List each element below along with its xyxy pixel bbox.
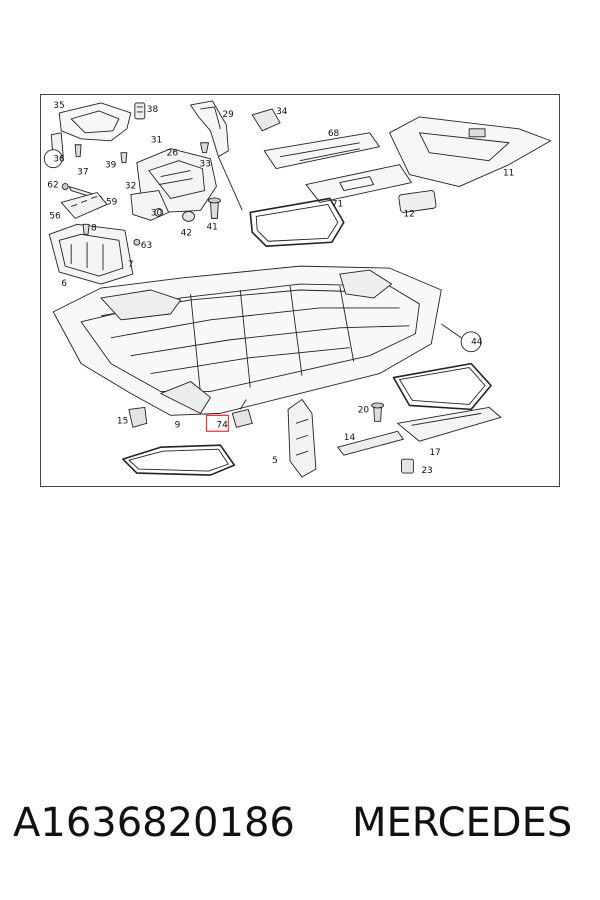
callout-11: 11 [503, 169, 514, 179]
callout-31: 31 [151, 136, 162, 146]
callout-63: 63 [141, 241, 152, 251]
floor-pan-11 [389, 116, 552, 187]
insulation-68 [263, 132, 381, 170]
sill-14 [337, 430, 404, 456]
callout-20: 20 [358, 405, 370, 415]
callout-15: 15 [117, 416, 128, 426]
bracket-5 [287, 398, 317, 478]
main-carpet-9 [52, 265, 442, 416]
clip-42 [182, 210, 195, 222]
trim-panel-35 [58, 102, 132, 142]
floor-mat-right [392, 362, 492, 411]
exploded-view-drawing: 3538293436312633373962593230568424163676… [43, 100, 552, 478]
screw-41 [208, 197, 221, 219]
callout-9: 9 [175, 420, 181, 430]
panel-32-30 [130, 190, 170, 221]
callout-68: 68 [328, 129, 340, 139]
callout-32: 32 [125, 182, 136, 192]
callout-74: 74 [216, 420, 228, 430]
clip-63 [133, 238, 141, 246]
callout-7: 7 [128, 260, 134, 270]
callout-38: 38 [147, 105, 159, 115]
callout-29: 29 [222, 110, 234, 120]
floor-mat-top [249, 197, 345, 248]
screw-20 [371, 402, 385, 422]
bracket-56 [60, 192, 108, 219]
cover-12 [398, 190, 437, 213]
callout-41: 41 [206, 222, 217, 232]
brand-name: MERCEDES [352, 800, 573, 846]
callout-14: 14 [344, 433, 356, 443]
callout-35: 35 [53, 101, 64, 111]
callout-44-marker [441, 323, 482, 353]
caption-bar: A1636820186 MERCEDES [0, 800, 600, 860]
callout-5: 5 [272, 456, 278, 466]
callout-42: 42 [181, 228, 192, 238]
insulation-71 [305, 164, 412, 203]
callout-8: 8 [91, 223, 97, 233]
floor-mat-bottom-left [122, 444, 236, 476]
callout-6: 6 [61, 279, 67, 289]
callout-30: 30 [151, 208, 163, 218]
callout-36: 36 [53, 155, 65, 165]
bracket-36 [43, 132, 64, 169]
screw-37 [74, 144, 82, 158]
callout-23: 23 [421, 466, 432, 476]
callout-71: 71 [332, 199, 343, 209]
leader-line [218, 156, 243, 211]
callout-62: 62 [47, 181, 58, 191]
callout-37: 37 [77, 168, 88, 178]
side-panel-6-7 [48, 223, 134, 285]
callout-26: 26 [167, 149, 179, 159]
callout-12: 12 [403, 209, 414, 219]
screw-39 [120, 152, 128, 164]
screw-33 [200, 142, 209, 154]
clip-15 [128, 406, 148, 428]
clip-38 [134, 102, 146, 120]
screw-8 [82, 223, 90, 235]
part-number: A1636820186 [13, 800, 295, 846]
switch-34 [251, 108, 281, 132]
callout-56: 56 [49, 211, 61, 221]
callout-59: 59 [106, 197, 118, 207]
callout-39: 39 [105, 161, 117, 171]
clip-74 [231, 399, 253, 428]
callout-17: 17 [429, 448, 440, 458]
clip-23 [401, 458, 414, 474]
panel-17 [397, 406, 502, 442]
callout-34: 34 [276, 107, 288, 117]
callout-33: 33 [200, 160, 211, 170]
callout-44: 44 [471, 338, 483, 348]
cover-29 [190, 100, 229, 158]
highlight-box-74 [205, 414, 229, 432]
